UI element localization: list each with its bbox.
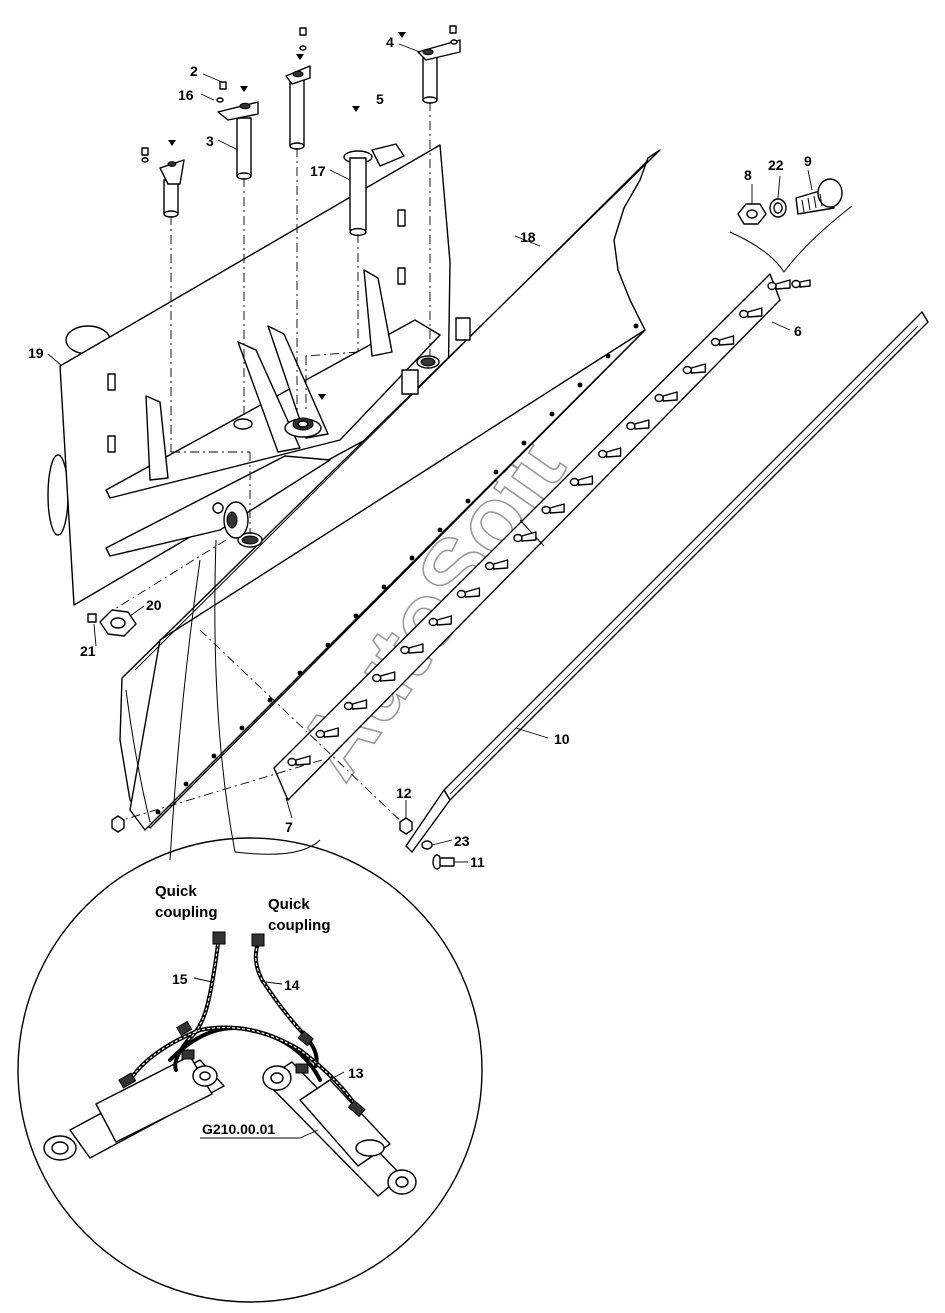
callout-15: 15 [172,971,188,987]
edge-bolt [315,727,339,739]
quick-coupling-left-line2: coupling [155,904,218,921]
edge-bolt [767,279,791,291]
side-strip-part-10 [405,311,929,853]
edge-bolt [484,559,509,571]
callout-19: 19 [28,345,44,361]
nut-part-20 [99,609,137,637]
hydraulic-cylinder-left [43,1055,225,1161]
edge-bolt [569,475,594,487]
edge-bolt-top [791,279,811,289]
washer-part-23 [421,840,433,850]
callout-18: 18 [520,229,536,245]
edge-bolt [372,671,396,683]
detail-captions: Quick coupling Quick coupling G210.00.01 [155,883,331,1137]
callout-17: 17 [310,163,326,179]
callout-23: 23 [454,833,470,849]
callout-14: 14 [284,977,300,993]
bolt-detail-bubble [729,178,853,273]
edge-bolt [428,615,452,627]
callout-22: 22 [768,157,784,173]
leader-lines [47,43,813,1139]
edge-bolt [541,503,565,515]
hydraulic-cylinder-right [262,1061,417,1197]
assembly-reference: G210.00.01 [202,1121,275,1137]
edge-bolts [287,279,811,767]
callout-3: 3 [206,133,214,149]
pin-part-4 [398,25,461,104]
pin-part-17 [318,106,405,400]
pivot-frame [105,269,471,557]
callout-21: 21 [80,643,96,659]
callout-12: 12 [396,785,412,801]
cutting-edge-part-6 [273,273,811,801]
callout-6: 6 [794,323,802,339]
nut-blade-bottom [111,815,125,833]
quick-coupling-right-line2: coupling [268,917,331,934]
edge-bolt [626,419,650,431]
edge-bolt [343,699,368,711]
callout-11: 11 [470,854,485,870]
quick-coupling-fitting-left [212,931,226,945]
callout-20: 20 [146,597,162,613]
blade-bolt-holes [155,323,639,815]
edge-bolt [597,447,622,459]
assembly-axes [109,102,431,829]
quick-coupling-left-line1: Quick [155,883,197,900]
callout-9: 9 [804,153,812,169]
edge-bolt [710,335,735,347]
callout-13: 13 [348,1065,364,1081]
callout-2: 2 [190,63,198,79]
callout-4: 4 [386,34,394,50]
quick-coupling-fitting-right [251,933,265,947]
edge-bolt [513,531,537,543]
edge-bolt [682,363,706,375]
edge-bolt [654,391,678,403]
nut-part-12 [399,817,413,835]
callout-10: 10 [554,731,570,747]
callout-labels: 2 16 3 4 5 17 18 19 8 22 9 6 20 21 10 12… [28,34,812,1081]
blade-part-18 [119,149,661,831]
bolt-part-21 [87,613,97,623]
callout-5: 5 [376,91,384,107]
callout-16: 16 [178,87,194,103]
callout-7: 7 [285,819,293,835]
pin-part-3 [216,81,259,180]
edge-bolt [400,643,424,655]
edge-bolt [456,587,481,599]
callout-8: 8 [744,167,752,183]
hydraulic-hoses [118,931,366,1118]
hydraulic-detail-circle [17,539,483,1303]
edge-bolt [739,307,763,319]
edge-bolt [287,755,311,767]
pin-upper-middle [285,27,311,150]
quick-coupling-right-line1: Quick [268,896,310,913]
pin-part-3-left [141,140,185,218]
bolt-part-11 [432,854,455,870]
